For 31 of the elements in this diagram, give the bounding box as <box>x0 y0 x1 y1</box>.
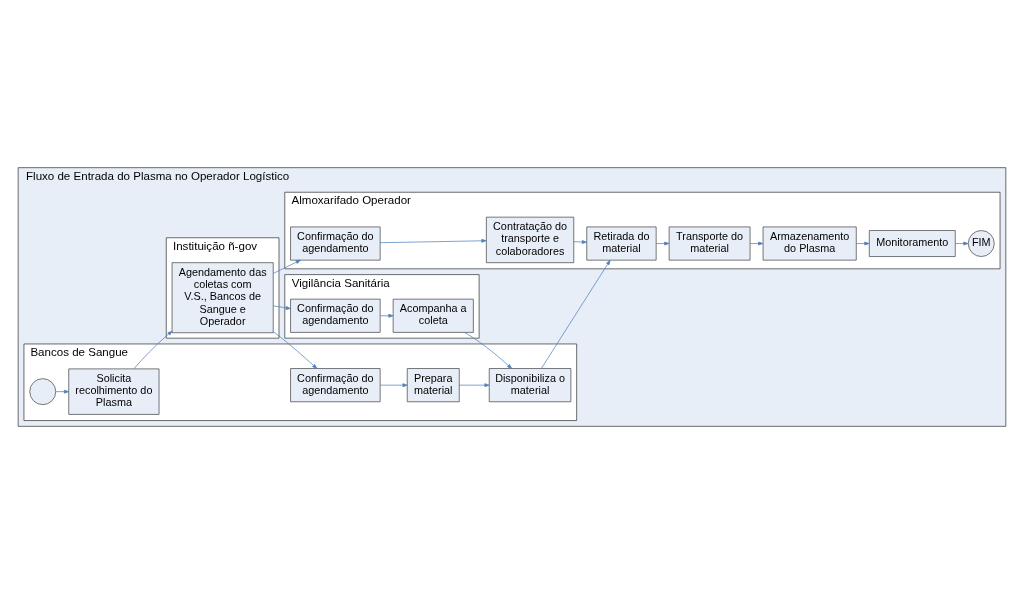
arrow <box>573 240 587 244</box>
node-box: Contratação do transporte e colaboradores <box>486 216 575 264</box>
node-box: Acompanha a coleta <box>392 298 474 333</box>
arrow <box>458 383 490 388</box>
node-box: Solicita recolhimento do Plasma <box>68 368 160 415</box>
node-box: Retirada do material <box>586 226 657 261</box>
arrow <box>55 389 69 394</box>
arrow <box>655 241 670 246</box>
node-box: Disponibiliza o material <box>488 368 572 403</box>
arrow <box>133 330 173 369</box>
node-circle: FIM <box>967 230 995 257</box>
node-box: Armazenamento do Plasma <box>762 226 857 261</box>
node-box: Confirmação do agendamento <box>290 368 381 403</box>
node-box: Transporte do material <box>668 226 751 261</box>
node-box: Prepara material <box>406 368 460 403</box>
arrow <box>464 332 512 369</box>
arrow <box>273 305 291 310</box>
node-box: Monitoramento <box>868 230 956 257</box>
arrow <box>273 259 301 274</box>
arrow <box>379 313 394 318</box>
node-box: Confirmação do agendamento <box>290 226 381 261</box>
arrow <box>272 331 318 369</box>
arrow <box>541 259 611 369</box>
arrow <box>856 241 870 246</box>
node-box: Agendamento das coletas com V.S., Bancos de Sangue e Operador <box>171 262 274 334</box>
node-circle <box>29 378 57 405</box>
arrow <box>955 241 969 246</box>
node-box: Confirmação do agendamento <box>290 298 381 333</box>
arrow <box>379 383 408 388</box>
arrow <box>379 238 487 244</box>
arrow <box>749 241 764 246</box>
